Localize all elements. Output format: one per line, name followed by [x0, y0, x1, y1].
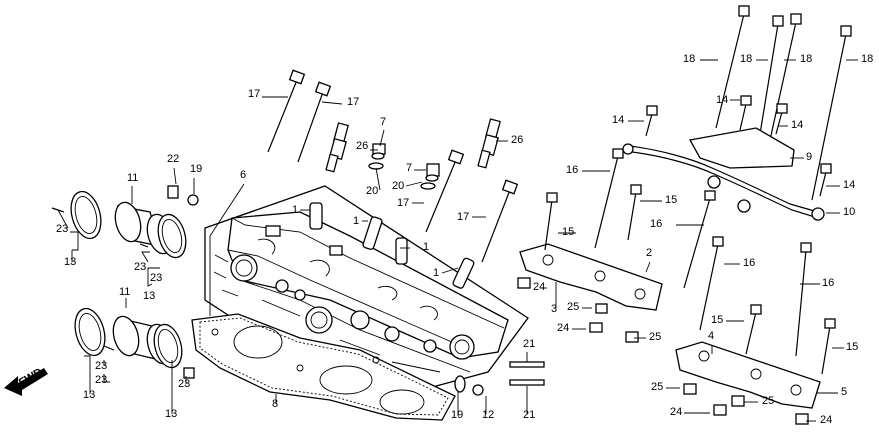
callout-17: 17 [397, 197, 409, 209]
callout-24: 24 [533, 281, 545, 293]
callout-6: 6 [240, 169, 246, 181]
head-gasket [191, 313, 456, 421]
callout-21: 21 [523, 338, 535, 350]
callout-17: 17 [457, 211, 469, 223]
intake-joint-upper [51, 185, 199, 259]
callout-16: 16 [650, 218, 662, 230]
camshaft-holder-upper [517, 243, 663, 343]
callout-23: 23 [150, 272, 162, 284]
callout-20: 20 [392, 180, 404, 192]
callout-23: 23 [178, 378, 190, 390]
callout-1: 1 [292, 204, 298, 216]
callout-24: 24 [820, 414, 832, 426]
caps-washers [368, 143, 440, 190]
callout-7: 7 [406, 162, 412, 174]
callout-15: 15 [562, 226, 574, 238]
callout-16: 16 [566, 164, 578, 176]
intake-joint-lower [74, 307, 195, 379]
callout-20: 20 [366, 185, 378, 197]
callout-1: 1 [433, 267, 439, 279]
guide-rod [454, 361, 545, 396]
callout-18: 18 [740, 53, 752, 65]
callout-14: 14 [612, 114, 624, 126]
callout-23: 23 [134, 261, 146, 273]
callout-15: 15 [846, 341, 858, 353]
callout-15: 15 [711, 314, 723, 326]
callout-5: 5 [841, 386, 847, 398]
oil-pipe-bracket [622, 127, 825, 221]
callout-21: 21 [523, 409, 535, 421]
callout-25: 25 [651, 381, 663, 393]
fwd-arrow: FWD [4, 366, 48, 396]
callout-1: 1 [423, 241, 429, 253]
callout-24: 24 [557, 322, 569, 334]
callout-12: 12 [482, 409, 494, 421]
callout-18: 18 [861, 53, 873, 65]
callout-14: 14 [843, 179, 855, 191]
callout-16: 16 [743, 257, 755, 269]
callout-15: 15 [665, 194, 677, 206]
callout-16: 16 [822, 277, 834, 289]
callout-8: 8 [272, 398, 278, 410]
callout-19: 19 [190, 163, 202, 175]
callout-22: 22 [167, 153, 179, 165]
callout-25: 25 [762, 395, 774, 407]
leader-lines [57, 59, 858, 422]
camshaft-holder-lower [675, 341, 821, 425]
fwd-label: FWD [17, 366, 45, 389]
callout-4: 4 [708, 330, 714, 342]
callout-11: 11 [119, 286, 130, 298]
callout-13: 13 [143, 290, 155, 302]
head-bolts [267, 69, 519, 263]
callout-24: 24 [670, 406, 682, 418]
callout-2: 2 [646, 247, 652, 259]
callout-14: 14 [716, 94, 728, 106]
callout-7: 7 [380, 116, 386, 128]
callout-18: 18 [800, 53, 812, 65]
spark-plug-left [325, 122, 349, 173]
cam-holder-bolts [544, 148, 836, 375]
callout-11: 11 [127, 172, 138, 184]
callout-25: 25 [649, 331, 661, 343]
callout-9: 9 [806, 151, 812, 163]
bolts-14 [645, 95, 832, 197]
callout-10: 10 [843, 206, 855, 218]
callout-23: 23 [95, 374, 107, 386]
callout-13: 13 [83, 389, 95, 401]
callout-18: 18 [683, 53, 695, 65]
callout-19: 19 [451, 409, 463, 421]
callout-25: 25 [567, 301, 579, 313]
callout-23: 23 [95, 360, 107, 372]
callout-17: 17 [248, 88, 260, 100]
spark-plug-right [477, 118, 501, 169]
valve-guides [309, 202, 475, 289]
callout-1: 1 [353, 215, 359, 227]
long-bolts-18 [715, 5, 852, 201]
callout-26: 26 [511, 134, 523, 146]
callout-13: 13 [165, 408, 177, 420]
callout-14: 14 [791, 119, 803, 131]
callout-17: 17 [347, 96, 359, 108]
callout-3: 3 [551, 303, 557, 315]
callout-13: 13 [64, 256, 76, 268]
callout-26: 26 [356, 140, 368, 152]
callout-23: 23 [56, 223, 68, 235]
